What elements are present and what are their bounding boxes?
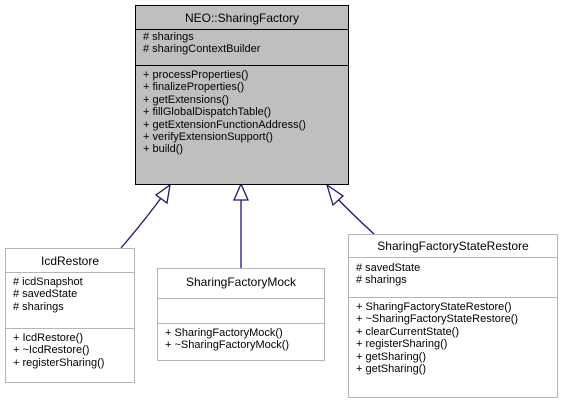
attributes-section xyxy=(158,298,324,323)
arrowhead-icdrestore xyxy=(154,183,171,205)
method: + SharingFactoryStateRestore() xyxy=(356,301,512,313)
class-sharing-factory-mock[interactable]: SharingFactoryMock + SharingFactoryMock(… xyxy=(157,268,325,361)
attributes-section: # icdSnapshot # savedState # sharings xyxy=(6,272,134,328)
attribute: # sharingContextBuilder xyxy=(143,43,261,56)
method: + clearCurrentState() xyxy=(356,325,460,338)
methods-section: + SharingFactoryMock() + ~SharingFactory… xyxy=(158,323,324,354)
method: + fillGlobalDispatchTable() xyxy=(143,106,272,119)
method: + registerSharing() xyxy=(13,356,105,369)
attribute: # icdSnapshot xyxy=(13,276,83,288)
attribute: # sharings xyxy=(13,300,64,313)
attribute: # savedState xyxy=(13,288,78,301)
arrowhead-mock xyxy=(233,182,249,201)
class-name: IcdRestore xyxy=(40,254,100,268)
methods-section: + processProperties() + finalizeProperti… xyxy=(136,65,348,158)
method: + getSharing() xyxy=(356,363,427,376)
attributes-section: # savedState # sharings xyxy=(349,257,557,297)
class-name: SharingFactoryStateRestore xyxy=(377,239,529,253)
attribute: # sharings xyxy=(143,31,194,43)
methods-section: + IcdRestore() + ~IcdRestore() + registe… xyxy=(6,328,134,371)
method: + ~SharingFactoryStateRestore() xyxy=(356,313,519,326)
method: + finalizeProperties() xyxy=(143,81,245,94)
class-name: SharingFactoryMock xyxy=(185,275,297,289)
method: + IcdRestore() xyxy=(13,332,83,344)
method: + ~IcdRestore() xyxy=(13,344,90,357)
class-icd-restore[interactable]: IcdRestore # icdSnapshot # savedState # … xyxy=(5,248,135,383)
method: + ~SharingFactoryMock() xyxy=(165,339,290,352)
attributes-section: # sharings # sharingContextBuilder xyxy=(136,29,348,65)
method: + verifyExtensionSupport() xyxy=(143,131,273,144)
attribute: # savedState xyxy=(356,262,421,274)
methods-section: + SharingFactoryStateRestore() + ~Sharin… xyxy=(349,297,557,377)
edge-icdrestore-to-sharingfactory xyxy=(120,193,165,249)
method: + SharingFactoryMock() xyxy=(165,327,283,339)
method: + getExtensions() xyxy=(143,93,229,106)
class-sharing-factory-state-restore[interactable]: SharingFactoryStateRestore # savedState … xyxy=(348,234,558,398)
method: + processProperties() xyxy=(143,69,249,81)
method: + registerSharing() xyxy=(356,338,448,351)
class-name: NEO::SharingFactory xyxy=(184,11,300,25)
method: + getSharing() xyxy=(356,350,427,363)
method: + build() xyxy=(143,143,184,156)
arrowhead-staterestore xyxy=(325,183,345,207)
method: + getExtensionFunctionAddress() xyxy=(143,118,306,131)
class-sharing-factory[interactable]: NEO::SharingFactory # sharings # sharing… xyxy=(135,5,349,185)
attribute: # sharings xyxy=(356,274,407,287)
